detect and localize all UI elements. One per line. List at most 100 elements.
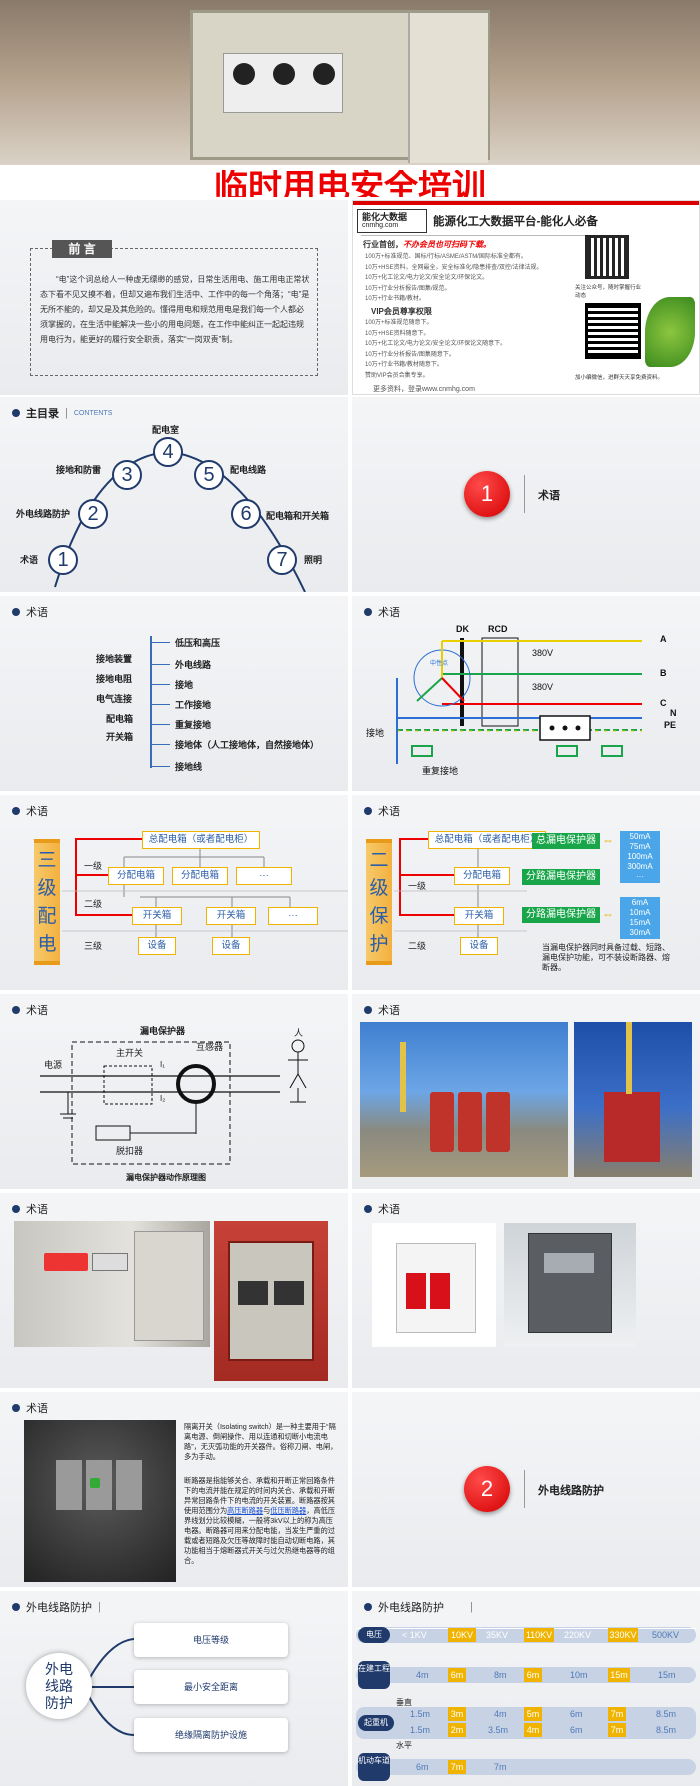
toc-item-2[interactable]: 2 (78, 499, 108, 529)
rcd-title-label: 漏电保护器 (140, 1026, 186, 1036)
section-number: 1 (480, 481, 494, 506)
crane-v-cell: 1.5m (410, 1709, 431, 1719)
ad-logo-main: 能化大数据 (362, 212, 408, 222)
terms-slide: 术语 接地装置 接地电阻 电气连接 配电箱 开关箱 低压和高压 外电线路 接地 … (0, 596, 348, 791)
building-cell: 4m (416, 1670, 429, 1680)
toc-num: 4 (162, 441, 174, 463)
ad-list2-item: 100万+标准规范随意下。 (365, 320, 433, 326)
lv-breaker-link[interactable]: 低压断路器 (270, 1506, 307, 1515)
level-label: 二级 (408, 941, 427, 951)
breaker-desc-b: 与 (263, 1506, 271, 1515)
section-1-slide: 1 术语 (352, 397, 700, 592)
current-values-2: 6mA 10mA 15mA 30mA (620, 897, 660, 939)
level-label: 一级 (84, 861, 103, 871)
ad-list2-item: 10万+行业书籍/教材随意下。 (365, 362, 443, 368)
toc-num: 3 (121, 464, 133, 486)
bullet-icon (12, 608, 20, 616)
slide-header: 外电线路防护| (364, 1599, 473, 1615)
toc-item-1[interactable]: 1 (48, 545, 78, 575)
cover-title: 临时用电安全培训 (214, 170, 486, 197)
breaker-photo-2 (504, 1223, 636, 1347)
slide-header: 术语 (364, 1002, 400, 1018)
toc-item-6[interactable]: 6 (231, 499, 261, 529)
crane-horizontal-label: 水平 (396, 1741, 412, 1750)
switch-box: 开关箱 (206, 907, 256, 925)
building-cell: 6m (448, 1668, 466, 1682)
sub-distribution-box: ··· (236, 867, 292, 885)
banner-char: 二 (369, 850, 389, 871)
ad-sec1-red: 不办会员也可扫码下载。 (403, 240, 491, 249)
rcd-principle-slide: 术语 漏电保护器 主开关 互感器 电源 I₁ I₂ 人 脱扣器 漏电保护器动作原… (0, 994, 348, 1189)
i2-label: I₂ (160, 1094, 166, 1103)
toc-num: 2 (87, 503, 99, 525)
bullet-icon (12, 1404, 20, 1412)
crane-h-cell: 7m (608, 1723, 626, 1737)
section-number-badge: 1 (464, 471, 510, 517)
toc-item-4[interactable]: 4 (153, 437, 183, 467)
main-distribution-box: 总配电箱（或者配电柜） (428, 831, 546, 849)
toc-item-5[interactable]: 5 (194, 460, 224, 490)
bullet-icon (12, 807, 20, 815)
ad-sec1-text: 行业首创， (363, 240, 403, 249)
device-box: 设备 (460, 937, 498, 955)
voltage-cell: 220KV (564, 1630, 592, 1640)
switch-box: ··· (268, 907, 318, 925)
label-repeat-ground: 重复接地 (422, 766, 459, 776)
cover-slide: 临时用电安全培训 (0, 0, 700, 197)
ad-sec1: 行业首创，不办会员也可扫码下载。 (363, 239, 491, 250)
level-label: 二级 (84, 899, 103, 909)
slide-header: 术语 (12, 1201, 48, 1217)
circuit-diagram (396, 637, 642, 764)
breaker-desc-c: ，高低压界线划分比较模糊，一般将3kV以上的称为高压电器。断路器可用来分配电能，… (184, 1506, 336, 1565)
term-right: 工作接地 (175, 700, 212, 710)
slide-header-text: 术语 (26, 607, 48, 619)
section-2-slide: 2 外电线路防护 (352, 1392, 700, 1587)
cabinet-photo-2 (214, 1221, 328, 1381)
hv-breaker-link[interactable]: 高压断路器 (227, 1506, 264, 1515)
slide-header-text: 外电线路防护 (26, 1602, 92, 1614)
intro-body: “电”这个词总给人一种虚无缥缈的感觉，日常生活用电、施工用电正常状态下看不见又摸… (40, 275, 310, 344)
intro-heading: 前 言 (52, 240, 112, 258)
current-values-1: 50mA 75mA 100mA 300mA ··· (620, 831, 660, 883)
banner-char: 三 (37, 850, 57, 871)
crane-vertical-label: 垂直 (396, 1698, 412, 1707)
banner-char: 护 (369, 934, 389, 955)
section-number-badge: 2 (464, 1466, 510, 1512)
term-right: 接地 (175, 680, 194, 690)
bullet-icon (364, 807, 372, 815)
green-leaf-icon (645, 297, 695, 367)
ad-list2-item: 10万+HSE资料随意下。 (365, 330, 430, 337)
isolating-switch-desc: 隔离开关（Isolating switch）是一种主要用于“隔离电源、倒闸操作、… (184, 1422, 338, 1461)
slide-header: 术语 (364, 604, 400, 620)
toc-item-3[interactable]: 3 (112, 460, 142, 490)
external-line-slide: 外电线路防护| 外电 线路 防护 电压等级 最小安全距离 绝缘隔离防护设施 (0, 1591, 348, 1786)
i1-label: I₁ (160, 1060, 165, 1069)
voltage-cell: 10KV (448, 1628, 476, 1642)
banner-char: 级 (369, 878, 389, 899)
term-left: 电气连接 (96, 694, 133, 704)
cabinet-image (190, 10, 490, 163)
ad-list1-item: 10万+行业书籍/教材。 (365, 296, 425, 302)
crane-h-cell: 4m (524, 1723, 542, 1737)
ext-item: 最小安全距离 (134, 1670, 288, 1704)
ad-logo: 能化大数据 cnmhg.com (357, 209, 427, 233)
label-neutral: 中性点 (430, 661, 449, 667)
current-value: 300mA (627, 862, 653, 871)
arrow-icon: ⇔ (602, 907, 614, 921)
ad-sec2: VIP会员尊享权限 (371, 307, 432, 316)
label-dk: DK (456, 624, 469, 634)
label-n: N (670, 708, 677, 718)
ad-list2: 100万+标准规范随意下。 10万+HSE资料随意下。 10万+化工论文/电力论… (365, 318, 575, 381)
breaker-desc-a: 断路器是指能够关合、承载和开断正常回路条件下的电流并能在规定的时间内关合、承载和… (184, 1476, 335, 1515)
crane-v-cell: 8.5m (656, 1709, 677, 1719)
main-switch-label: 主开关 (116, 1048, 144, 1058)
toc-item-7[interactable]: 7 (267, 545, 297, 575)
term-right: 接地体（人工接地体，自然接地体） (175, 740, 320, 750)
connector-lines (87, 1638, 135, 1736)
two-level-lines (394, 838, 527, 937)
ext-item: 电压等级 (134, 1623, 288, 1657)
rcd-diagram (40, 1039, 308, 1165)
crane-v-cell: 4m (494, 1709, 507, 1719)
ct-label: 互感器 (196, 1042, 224, 1052)
section-title: 术语 (538, 490, 560, 502)
